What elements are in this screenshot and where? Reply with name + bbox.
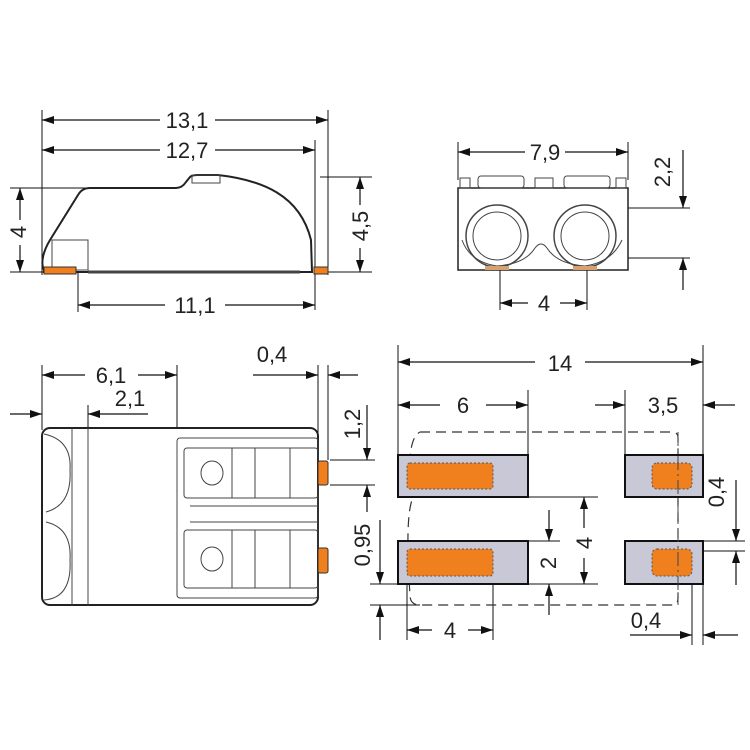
- dim-pad-span: 11,1: [174, 293, 215, 318]
- dim-offset-right: 0,4: [704, 477, 729, 508]
- dim-offset-bottom: 0,4: [631, 608, 662, 633]
- dim-solder-length: 4: [444, 618, 456, 643]
- dim-footprint-pitch: 4: [572, 537, 597, 549]
- dim-pad-height: 2: [536, 557, 561, 569]
- dim-pin-offset: 1,2: [340, 409, 365, 440]
- contact-pad-left: [43, 266, 77, 275]
- dim-pin-protrusion: 0,4: [257, 342, 288, 367]
- pad-top-left: [397, 454, 529, 498]
- dim-lead-in: 2,1: [115, 386, 146, 411]
- dim-front-pitch: 4: [538, 291, 550, 316]
- front-view: 7,9 2,2 4: [457, 140, 690, 316]
- dim-front-width: 7,9: [530, 140, 561, 165]
- pad-top-right: [624, 454, 704, 498]
- top-view: 6,1 2,1 0,4 1,2: [10, 342, 375, 606]
- side-view: 13,1 12,7 11,1 4 4,5: [6, 108, 373, 318]
- dim-overall-length: 13,1: [166, 108, 209, 133]
- footprint-view: 14 6 3,5 4 2 0,4 0,4 4 0,95: [350, 345, 745, 645]
- dim-body-length: 12,7: [166, 138, 209, 163]
- pin-tab-top: [317, 460, 329, 486]
- dim-top-offset: 2,2: [650, 157, 675, 188]
- dim-pad-left: 6: [457, 393, 469, 418]
- dim-pad-right: 3,5: [648, 393, 679, 418]
- dim-footprint-total: 14: [548, 351, 572, 376]
- contact-pad-right: [313, 266, 329, 275]
- dim-total-height: 4,5: [348, 211, 373, 242]
- dim-pin-gap: 0,95: [350, 524, 375, 567]
- dim-front-height: 4: [6, 226, 31, 238]
- dim-top-length: 6,1: [96, 363, 127, 388]
- pad-bottom-left: [397, 540, 529, 585]
- pad-bottom-right: [624, 540, 704, 585]
- pin-tab-bottom: [317, 547, 329, 574]
